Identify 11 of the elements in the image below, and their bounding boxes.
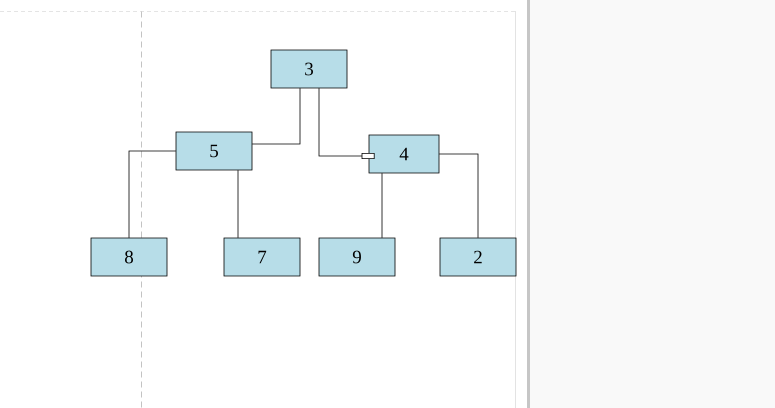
process-box: 2 [440,238,516,276]
process-box: 9 [318,238,396,276]
process-box: 7 [224,238,300,276]
connector-line [439,154,478,238]
connector-line [252,88,300,144]
connector-line [128,150,176,238]
connector-line [318,88,375,159]
process-box: 8 [90,238,168,276]
process-box: 4 [368,134,440,174]
process-box: 3 [270,50,348,88]
process-box: 5 [176,132,252,170]
